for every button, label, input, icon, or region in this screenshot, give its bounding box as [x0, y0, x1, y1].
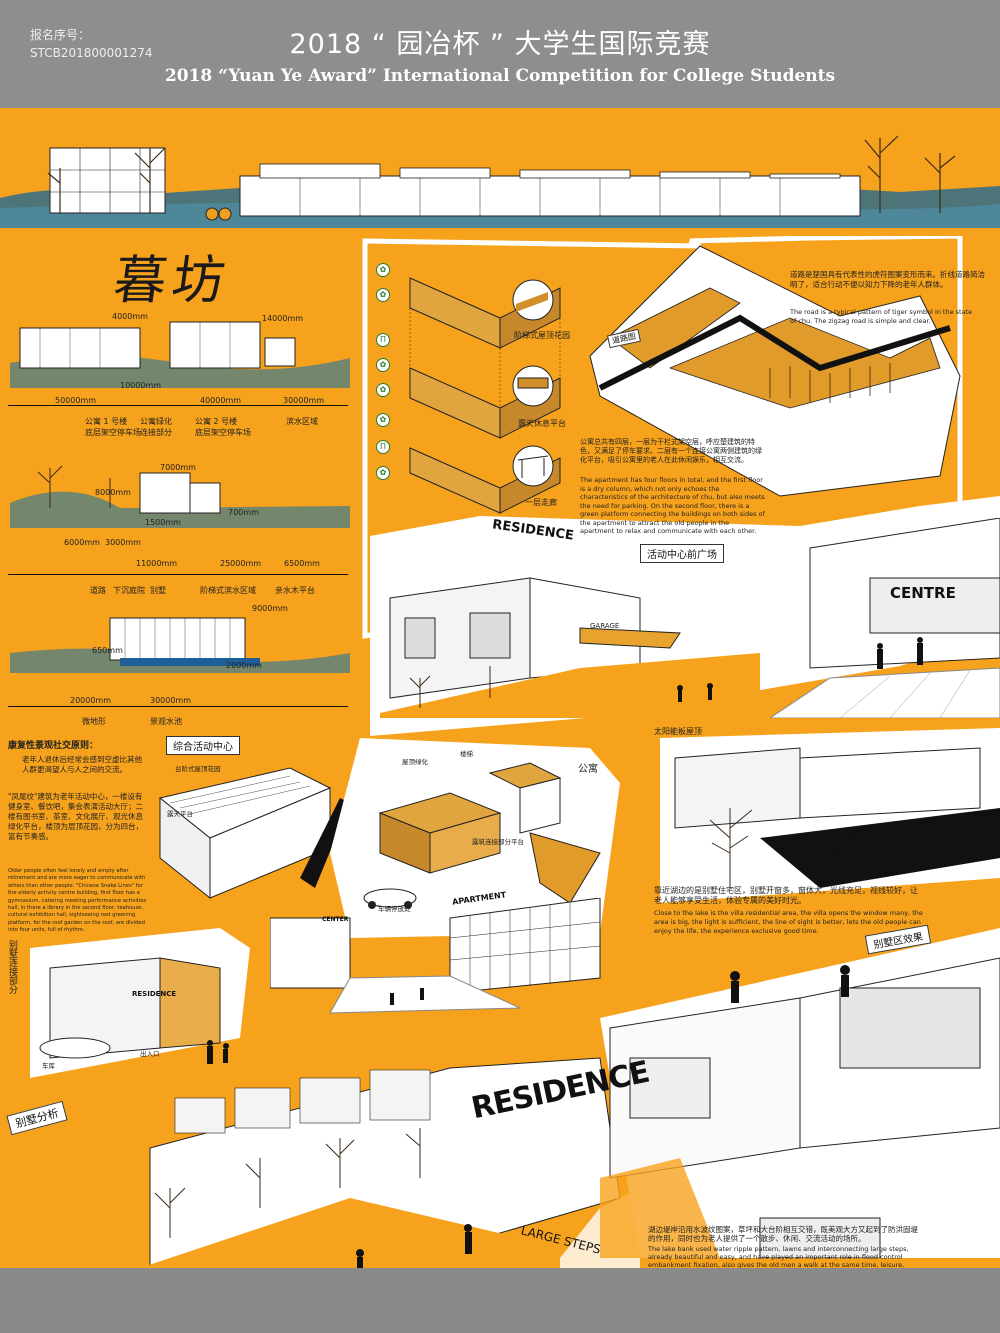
- villa-description-cn: 靠近湖边的是别墅住宅区，别墅开窗多，窗体大，光线充足，视线较好，让老人能够享受生…: [654, 886, 918, 905]
- apartment-description-cn: 公寓总共有四层，一层为干栏式架空层，呼应楚建筑的特色，又满足了停车要求。二层有一…: [580, 438, 762, 464]
- centre-sign: CENTRE: [890, 584, 956, 602]
- leaf-icon: ✿: [376, 413, 390, 427]
- section-elevation-3: [10, 617, 350, 673]
- section-label: 景观水池: [150, 717, 182, 726]
- competition-title-cn: 2018 “ 园冶杯 ” 大学生国际竞赛: [289, 29, 711, 60]
- dim-label: 3000mm: [105, 538, 141, 547]
- dim-label: 40000mm: [200, 396, 242, 405]
- center-label: 露天平台: [167, 810, 193, 818]
- section-label: 亲水木平台: [275, 586, 315, 595]
- apartment-label: 露筑连接部分平台: [472, 838, 524, 846]
- rehab-principles-title: 康复性景观社交原则：: [8, 741, 99, 751]
- detail-circles: [512, 279, 554, 487]
- section-label: 阶梯式滨水区域: [200, 586, 256, 595]
- header-bar: 报名序号： STCB201800001274 2018 “ 园冶杯 ” 大学生国…: [0, 0, 1000, 108]
- competition-title-en: 2018 “Yuan Ye Award” International Compe…: [164, 66, 836, 86]
- leaf-icon: ✿: [376, 383, 390, 397]
- solar-roof-label: 太阳能板屋顶: [654, 727, 702, 736]
- garage-label: GARAGE: [590, 622, 620, 630]
- dim-label: 50000mm: [55, 396, 97, 405]
- dim-label: 30000mm: [150, 696, 192, 705]
- dim-label: 650mm: [92, 646, 123, 655]
- section-elevation-2: [10, 465, 350, 528]
- activity-square-tag: 活动中心前广场: [640, 544, 724, 563]
- apartment-label: 屋顶绿化: [402, 758, 428, 766]
- diagram-label: 露天休息平台: [518, 419, 566, 428]
- section-elevation-1: [10, 321, 350, 388]
- residence-sign-small: RESIDENCE: [132, 990, 177, 998]
- dim-label: 11000mm: [136, 559, 178, 568]
- dim-label: 9000mm: [252, 604, 288, 613]
- rehab-text-cn-2: "凤尾纹"建筑为老年活动中心，一楼设有健身室、餐饮吧，集会表演活动大厅；二楼有图…: [8, 792, 143, 841]
- section-label: 公寓绿化 连接部分: [140, 417, 172, 437]
- entrance-label: 出入口: [140, 1050, 160, 1058]
- center-label: 台阶式屋顶花园: [175, 765, 221, 773]
- apartment-label: 楼梯: [460, 750, 473, 758]
- dimension-line: [8, 706, 348, 707]
- apartment-description-en: The apartment has four floors in total, …: [580, 476, 765, 535]
- dim-label: 14000mm: [262, 314, 304, 323]
- footer-bar: [0, 1268, 1000, 1333]
- garage-label-small: 车库: [42, 1062, 55, 1070]
- residence-closeup: [600, 928, 1000, 1258]
- lake-description-en: The lake bank used water ripple pattern,…: [648, 1245, 909, 1268]
- leaf-icon: ✿: [376, 466, 390, 480]
- section-label: 别墅: [150, 586, 166, 595]
- lake-description-cn: 湖边堤岸沿用水波纹图案，草坪和大台阶相互交错，既美观大方又起到了防洪固堤的作用，…: [648, 1225, 918, 1243]
- leaf-icon: ✿: [376, 358, 390, 372]
- villa-description-en: Close to the lake is the villa residenti…: [654, 909, 923, 935]
- road-description-cn: 道路是楚国具有代表性的虎符图案变形而来。折线道路简洁明了，适合行动不便以知力下降…: [790, 270, 985, 289]
- car-parking-label: 车辆停放处: [378, 905, 411, 913]
- section-label: 微地形: [82, 717, 106, 726]
- design-board: 暮坊 4000mm 14000mm 10000mm 50000mm 40000m…: [0, 108, 1000, 1268]
- section-label: 公寓 2 号楼 底层架空停车场: [195, 417, 251, 437]
- diagram-label: 阶梯式屋顶花园: [514, 331, 570, 340]
- leaf-icon: ✿: [376, 288, 390, 302]
- project-title-calligraphy: 暮坊: [110, 251, 235, 311]
- dim-label: 20000mm: [70, 696, 112, 705]
- dim-label: 7000mm: [160, 463, 196, 472]
- dim-label: 4000mm: [112, 312, 148, 321]
- registration-number: STCB201800001274: [30, 46, 153, 60]
- dim-label: 6500mm: [284, 559, 320, 568]
- apartment-tag: 公寓: [578, 764, 598, 775]
- apartment-axon-panel: [330, 738, 620, 938]
- dim-label: 700mm: [228, 508, 259, 517]
- registration-label: 报名序号：: [30, 28, 91, 42]
- road-description-en: The road is a typical pattern of tiger s…: [790, 308, 973, 325]
- dimension-line: [8, 405, 348, 406]
- activity-center-axon: [158, 767, 350, 900]
- leaf-icon: ✿: [376, 263, 390, 277]
- villa-connection-perspective: [30, 928, 250, 1078]
- dim-label: 10000mm: [120, 381, 162, 390]
- dim-label: 1500mm: [145, 518, 181, 527]
- column-icon: Π: [376, 333, 390, 347]
- rehab-text-en: Older people often feel lonely and empty…: [8, 868, 147, 934]
- dim-label: 30000mm: [283, 396, 325, 405]
- dim-label: 8000mm: [95, 488, 131, 497]
- villa-connect-label: 别墅连接部分: [7, 940, 17, 994]
- villa-solar-perspective: [660, 728, 1000, 903]
- dim-label: 2000mm: [226, 661, 262, 670]
- apartment-centre-perspective: [270, 898, 601, 1014]
- section-label: 滨水区域: [286, 417, 318, 426]
- section-label: 公寓 1 号楼 底层架空停车场: [85, 417, 141, 437]
- road-axonometric: [598, 287, 951, 409]
- column-icon: Π: [376, 440, 390, 454]
- dim-label: 6000mm: [64, 538, 100, 547]
- center-sign-small: CENTER: [322, 916, 349, 923]
- centre-perspective: [770, 518, 1000, 718]
- residence-perspective: [380, 577, 760, 718]
- dim-label: 25000mm: [220, 559, 262, 568]
- dimension-line: [8, 574, 348, 575]
- rehab-text-cn-1: 老年人退休后经常会感到空虚比其他人群更渴望人与人之间的交流。: [22, 755, 142, 774]
- section-label: 道路: [90, 586, 106, 595]
- diagram-label: 一层走廊: [525, 498, 557, 507]
- section-label: 下沉庭院: [113, 586, 145, 595]
- activity-center-tag: 综合活动中心: [166, 736, 240, 755]
- top-elevation-drawing: [0, 135, 1000, 228]
